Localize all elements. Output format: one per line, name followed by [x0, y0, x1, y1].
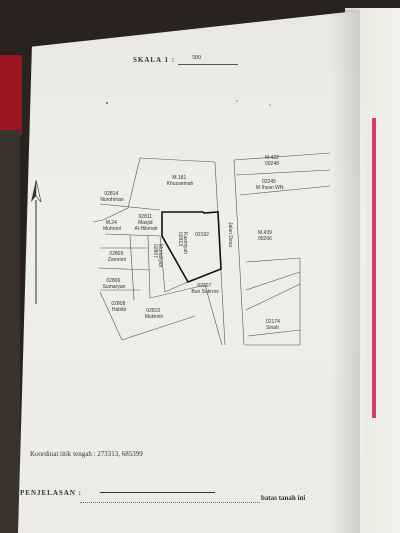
scale-underline [178, 64, 238, 65]
background-dark-left [0, 130, 20, 533]
parcel-label-02207: 02207 Bun Sakroni [191, 283, 218, 295]
legend-boundary-line [100, 492, 215, 493]
parcel-label-02807: 02807 Murtafiyah [152, 244, 163, 268]
pink-page-edge [372, 118, 376, 418]
parcel-label-m181: M.181 Khuzaemah [167, 175, 194, 187]
parcel-label-02809: 02809 Zamroni [108, 251, 126, 263]
parcel-label-m439: M.439 00266 [258, 230, 273, 242]
document-page [18, 10, 366, 533]
map-dot [106, 102, 108, 104]
parcel-label-02174: 02174 Siriah [266, 319, 281, 331]
subject-parcel-boundary [161, 211, 222, 283]
page-gutter-shadow [330, 10, 360, 533]
parcel-label-02810: 02810 Mukimin [145, 308, 164, 320]
map-dot [269, 104, 271, 106]
explanation-label: PENJELASAN : [20, 489, 82, 497]
parcel-label-02813: 02813 Kasmiyah [177, 232, 188, 254]
parcel-label-02806: 02806 Sumaryan [103, 278, 126, 290]
map-dot [236, 100, 238, 102]
parcel-label-m24: M.24 Muhroni [103, 220, 121, 232]
parcel-label-02808: 02808 Habibi [111, 301, 126, 313]
background-red-object [0, 55, 22, 135]
boundary-text: batas tanah ini [261, 494, 306, 502]
coordinate-text: Koordinat titik tengah : 273313, 685399 [30, 450, 143, 458]
parcel-label-02811: 02811 Masjid Al-Hikmah [134, 214, 157, 232]
parcel-label-02245: 02245 M.Ihsan WN [256, 179, 284, 191]
scale-value: 500 [192, 55, 201, 61]
parcel-label-m422: M.422 00248 [265, 155, 280, 167]
scale-label: SKALA 1 : [133, 56, 176, 64]
north-arrow-icon [31, 179, 42, 304]
parcel-label-02814: 02814 Nurohman [100, 191, 124, 203]
parcel-lines [92, 152, 331, 346]
parcel-label-02192: 02192 [195, 232, 209, 238]
explanation-dotted-line [80, 502, 260, 503]
road-label-jalan-desa: Jalan Desa [227, 222, 233, 247]
